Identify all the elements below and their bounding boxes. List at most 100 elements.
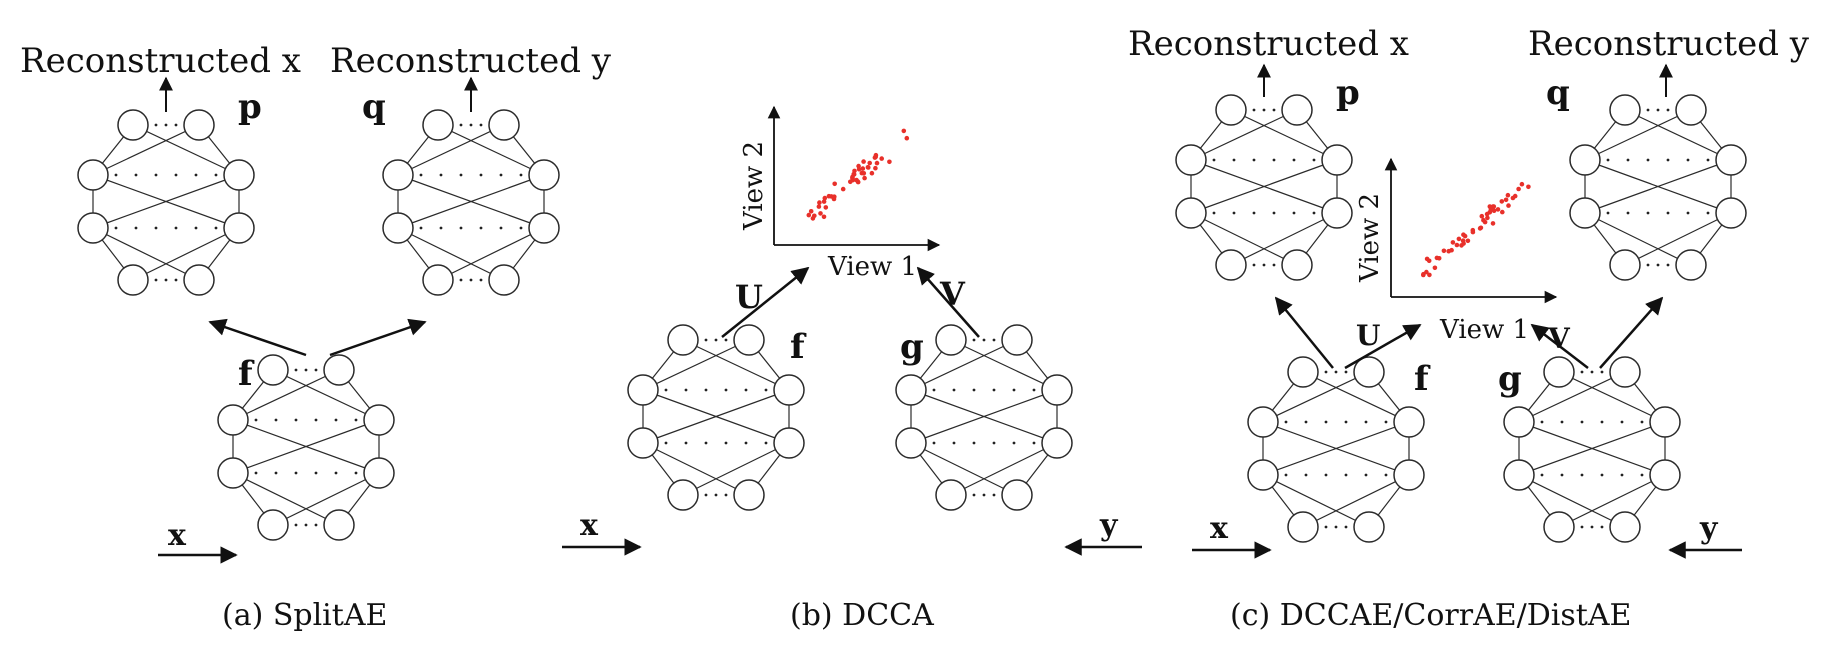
- network-node: [1287, 511, 1319, 543]
- network-ellipsis-dot: [1666, 108, 1670, 112]
- plot-point: [1454, 242, 1460, 248]
- network-ellipsis-dot: [992, 493, 996, 497]
- network-ellipsis-dot: [134, 173, 138, 177]
- plot-point: [1485, 215, 1490, 221]
- plot-point: [1490, 221, 1496, 226]
- network-node: [935, 479, 967, 511]
- network-edge: [910, 442, 1018, 496]
- network-edge: [642, 389, 790, 444]
- network-ellipsis-dot: [254, 471, 258, 475]
- network-ellipsis-dot: [1232, 158, 1236, 162]
- network-ellipsis-dot: [419, 173, 423, 177]
- panel-b-input-x-label: x: [580, 508, 599, 543]
- plot-point: [826, 193, 832, 199]
- plot-point: [822, 195, 828, 201]
- network-ellipsis-dot: [704, 388, 708, 392]
- panel-c-dccae: Reconstructed x Reconstructed y p q View…: [1128, 24, 1810, 633]
- network-ellipsis-dot: [1212, 158, 1216, 162]
- panel-a-splitae: Reconstructed x Reconstructed y p q f x …: [20, 41, 612, 633]
- plot-point: [1436, 255, 1442, 261]
- network-ellipsis-dot: [439, 226, 443, 230]
- network-ellipsis-dot: [1334, 370, 1338, 374]
- network-node: [1353, 511, 1385, 543]
- plot-point: [879, 156, 884, 161]
- plot-point: [1456, 236, 1462, 242]
- network-edge: [232, 369, 340, 421]
- panel-a-arrow-f-to-q: [329, 318, 427, 357]
- network-ellipsis-dot: [1590, 370, 1594, 374]
- network-edge: [910, 389, 1058, 444]
- network-ellipsis-dot: [1272, 108, 1276, 112]
- network-ellipsis-dot: [1384, 473, 1388, 477]
- network-edge: [132, 227, 240, 281]
- network-ellipsis-dot: [1032, 441, 1036, 445]
- network-node: [627, 374, 659, 406]
- plot-point: [1477, 226, 1483, 231]
- network-edge: [397, 174, 545, 229]
- network-node: [1675, 249, 1707, 281]
- network-node: [323, 354, 355, 386]
- network-ellipsis-dot: [194, 173, 198, 177]
- plot-point: [1450, 240, 1456, 245]
- plot-point: [832, 181, 837, 187]
- network-node: [1321, 144, 1353, 176]
- panel-c-output-y-label: Reconstructed y: [1528, 24, 1810, 64]
- network-ellipsis-dot: [1324, 473, 1328, 477]
- plot-point: [1491, 204, 1497, 209]
- network-edge: [132, 124, 240, 176]
- panel-b-encoder-f: [627, 324, 805, 511]
- network-ellipsis-dot: [294, 368, 298, 372]
- plot-point: [832, 194, 837, 199]
- plot-point: [1421, 272, 1426, 278]
- network-ellipsis-dot: [1600, 525, 1604, 529]
- network-edge: [1584, 212, 1692, 266]
- network-edge: [1262, 421, 1410, 476]
- network-ellipsis-dot: [274, 471, 278, 475]
- network-ellipsis-dot: [714, 493, 718, 497]
- network-ellipsis-dot: [1560, 473, 1564, 477]
- plot-point: [1465, 238, 1471, 244]
- network-node: [1393, 406, 1425, 438]
- network-ellipsis-dot: [114, 173, 118, 177]
- network-ellipsis-dot: [334, 471, 338, 475]
- network-edge: [232, 419, 380, 474]
- panel-c-decoder-p: [1175, 94, 1353, 281]
- network-ellipsis-dot: [314, 368, 318, 372]
- network-node: [1675, 94, 1707, 126]
- network-ellipsis-dot: [174, 123, 178, 127]
- network-node: [1281, 94, 1313, 126]
- network-ellipsis-dot: [982, 493, 986, 497]
- network-edge: [1558, 474, 1666, 528]
- network-node: [1569, 197, 1601, 229]
- network-ellipsis-dot: [334, 418, 338, 422]
- network-ellipsis-dot: [519, 173, 523, 177]
- network-node: [77, 212, 109, 244]
- panel-b-input-y-label: y: [1099, 508, 1119, 543]
- network-ellipsis-dot: [1312, 211, 1316, 215]
- network-ellipsis-dot: [1646, 211, 1650, 215]
- network-ellipsis-dot: [479, 226, 483, 230]
- network-edge: [272, 472, 380, 526]
- plot-point: [1424, 269, 1429, 275]
- plot-point: [850, 176, 855, 182]
- network-ellipsis-dot: [469, 123, 473, 127]
- network-node: [117, 264, 149, 296]
- network-ellipsis-dot: [479, 278, 483, 282]
- network-edge: [272, 369, 380, 421]
- network-node: [1247, 459, 1279, 491]
- plot-point: [1516, 186, 1521, 192]
- network-ellipsis-dot: [972, 493, 976, 497]
- network-ellipsis-dot: [972, 441, 976, 445]
- plot-point: [856, 167, 862, 172]
- network-ellipsis-dot: [154, 123, 158, 127]
- network-ellipsis-dot: [214, 173, 218, 177]
- network-edge: [1518, 421, 1666, 476]
- network-ellipsis-dot: [1012, 441, 1016, 445]
- network-ellipsis-dot: [294, 471, 298, 475]
- network-edge: [1518, 371, 1626, 423]
- network-ellipsis-dot: [459, 278, 463, 282]
- network-ellipsis-dot: [354, 471, 358, 475]
- network-node: [1393, 459, 1425, 491]
- panel-c-correlation-plot: [1384, 157, 1558, 304]
- plot-point: [1526, 184, 1531, 190]
